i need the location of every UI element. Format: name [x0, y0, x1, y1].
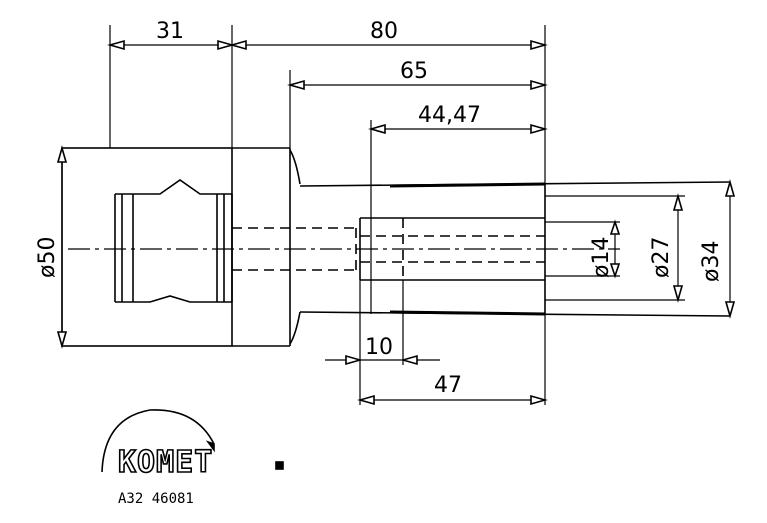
recess-top-profile	[115, 179, 232, 195]
flange-body	[61, 147, 233, 347]
dim-47-label: 47	[434, 373, 462, 398]
logo-dot	[275, 461, 284, 470]
dimension-dia50: ø50	[35, 145, 68, 349]
logo-arc-arrow	[205, 440, 215, 453]
dimension-65: 65	[287, 59, 548, 148]
dimension-dia14: ø14	[545, 219, 621, 279]
dimension-47: 47	[357, 314, 548, 406]
dim-31-label: 31	[156, 19, 184, 44]
dim-dia27-label: ø27	[649, 237, 674, 278]
part-code: A32 46081	[118, 491, 194, 507]
dim-10-label: 10	[365, 335, 393, 360]
taper-top-thick	[389, 182, 546, 188]
logo-brand-text: KOMET	[118, 445, 213, 480]
fillet-top	[289, 149, 301, 185]
dimension-44-47: 44,47	[368, 103, 548, 314]
dim-80-label: 80	[370, 19, 398, 44]
dimension-dia27: ø27	[545, 193, 685, 303]
part-outline	[61, 147, 731, 347]
dim-65-label: 65	[400, 59, 428, 84]
dimension-10: 10	[325, 280, 440, 405]
flange-recess	[114, 179, 233, 303]
dim-dia14-label: ø14	[589, 237, 614, 278]
dimension-dia34: ø34	[699, 179, 736, 319]
recess-bottom-profile	[115, 295, 232, 303]
dimension-31: 31	[107, 19, 235, 148]
dimension-80: 80	[229, 19, 548, 184]
logo-arc	[101, 409, 215, 473]
dim-44-47-label: 44,47	[418, 103, 481, 128]
dim-dia50-label: ø50	[35, 237, 60, 278]
taper-bottom-thick	[389, 310, 546, 316]
fillet-bottom	[289, 311, 301, 345]
dim-dia34-label: ø34	[699, 241, 724, 282]
komet-logo: KOMET	[101, 409, 284, 481]
